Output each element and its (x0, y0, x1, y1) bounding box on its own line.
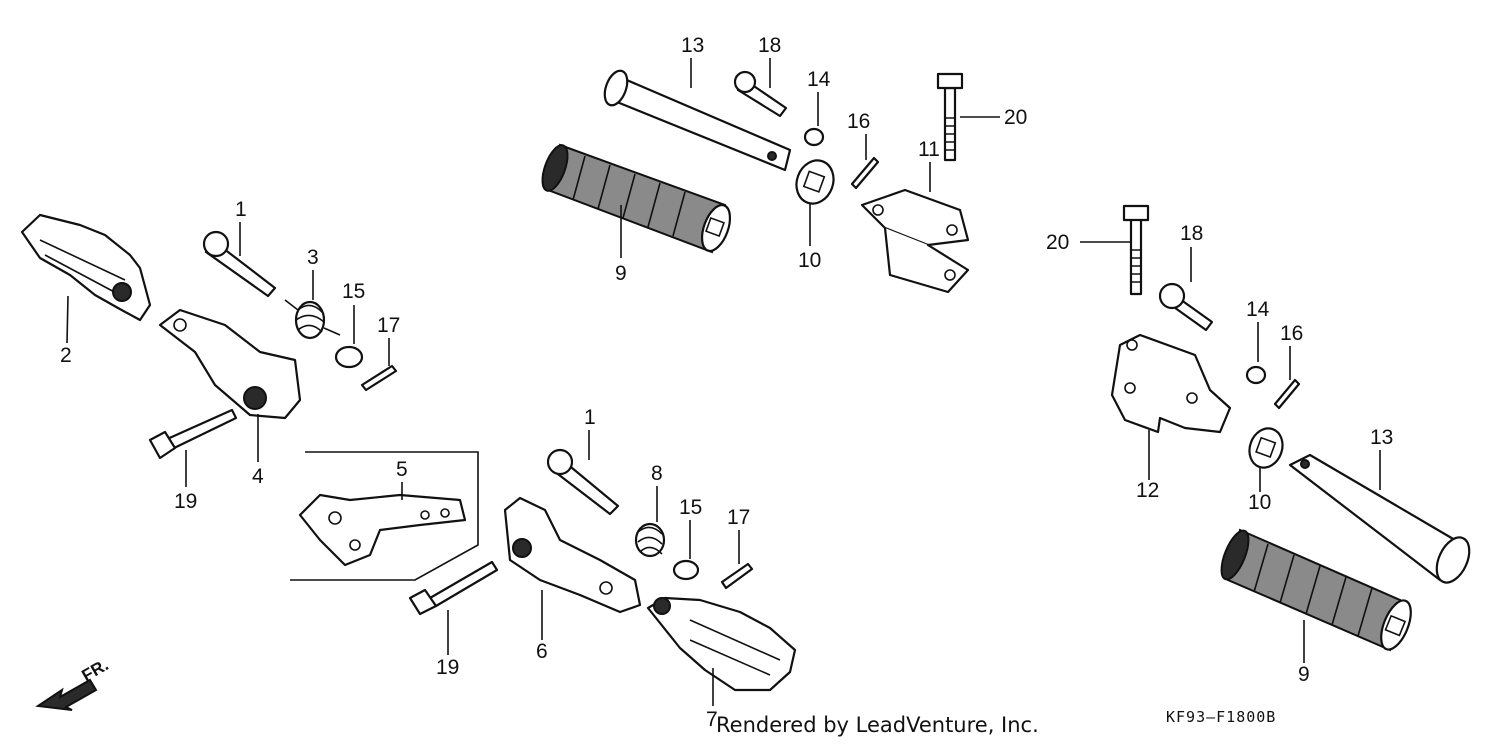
cotter-pin-17-bottom (720, 562, 754, 590)
bracket-11 (860, 188, 970, 294)
leader-lines (66, 58, 1381, 706)
washer-10-right (1248, 427, 1284, 469)
front-direction-indicator: FR. (35, 655, 112, 711)
callout-14-top: 14 (807, 68, 831, 91)
bracket-4 (158, 308, 302, 420)
callout-16-top: 16 (847, 110, 870, 133)
callout-14-right: 14 (1246, 298, 1270, 321)
footpeg-rubber-9-top (541, 143, 732, 254)
callout-6: 6 (536, 640, 548, 663)
callout-19-left: 19 (174, 490, 197, 513)
washer-14-right (1245, 365, 1267, 385)
callout-19-bottom: 19 (436, 656, 459, 679)
callout-15-left: 15 (342, 280, 365, 303)
front-arrow-icon (35, 678, 98, 711)
clevis-pin-1-left (202, 230, 277, 298)
washer-14-top (803, 127, 825, 147)
callout-7: 7 (706, 708, 718, 731)
callout-4: 4 (252, 465, 264, 488)
callout-17-bottom: 17 (727, 506, 750, 529)
callout-16-right: 16 (1280, 322, 1303, 345)
bracket-5-inset (290, 451, 479, 581)
callout-13-right: 13 (1370, 426, 1393, 449)
pin-13-top (603, 69, 792, 172)
callout-18-right: 18 (1180, 222, 1203, 245)
callout-1-bottom: 1 (584, 406, 596, 429)
callout-1-left: 1 (235, 198, 247, 221)
callout-17-left: 17 (377, 314, 400, 337)
clevis-pin-1-bottom (546, 448, 620, 516)
clevis-pin-18-top (733, 70, 788, 118)
cotter-pin-17-left (360, 364, 398, 392)
bracket-12 (1110, 333, 1232, 434)
washer-15-left (334, 345, 364, 369)
callout-13-top: 13 (681, 34, 704, 57)
washer-10-top (795, 159, 835, 205)
callout-9-top: 9 (615, 262, 627, 285)
callout-20-right: 20 (1046, 231, 1069, 254)
bolt-19-left (148, 408, 238, 460)
front-direction-label: FR. (79, 655, 112, 685)
bolt-19-bottom (408, 560, 499, 616)
bracket-6 (503, 496, 642, 614)
pin-13-right (1288, 453, 1471, 584)
callout-2: 2 (60, 344, 72, 367)
callout-18-top: 18 (758, 34, 781, 57)
callout-10-right: 10 (1248, 491, 1271, 514)
callout-3: 3 (307, 246, 319, 269)
spring-8 (634, 522, 666, 558)
callout-12: 12 (1136, 479, 1159, 502)
footpeg-rubber-9-right (1220, 528, 1412, 652)
bolt-20-right (1122, 204, 1150, 296)
callout-8: 8 (651, 462, 663, 485)
bolt-20-top (936, 72, 964, 162)
callout-20-top: 20 (1004, 106, 1027, 129)
footpeg-7 (646, 596, 797, 692)
callout-10-top: 10 (798, 249, 821, 272)
cotter-pin-16-top (850, 156, 880, 190)
callout-9-right: 9 (1298, 663, 1310, 686)
spring-3 (284, 299, 341, 340)
footpeg-2 (20, 213, 152, 322)
callout-5: 5 (396, 458, 408, 481)
washer-15-bottom (672, 559, 700, 581)
clevis-pin-18-right (1158, 282, 1214, 332)
callout-15-bottom: 15 (679, 496, 702, 519)
callout-11: 11 (918, 138, 940, 161)
callout-labels: 13 18 14 16 20 11 9 10 1 3 15 17 2 4 19 … (60, 34, 1393, 731)
credit-text: Rendered by LeadVenture, Inc. (716, 713, 1039, 737)
cotter-pin-16-right (1273, 378, 1301, 410)
diagram-code: KF93–F1800B (1166, 708, 1276, 726)
